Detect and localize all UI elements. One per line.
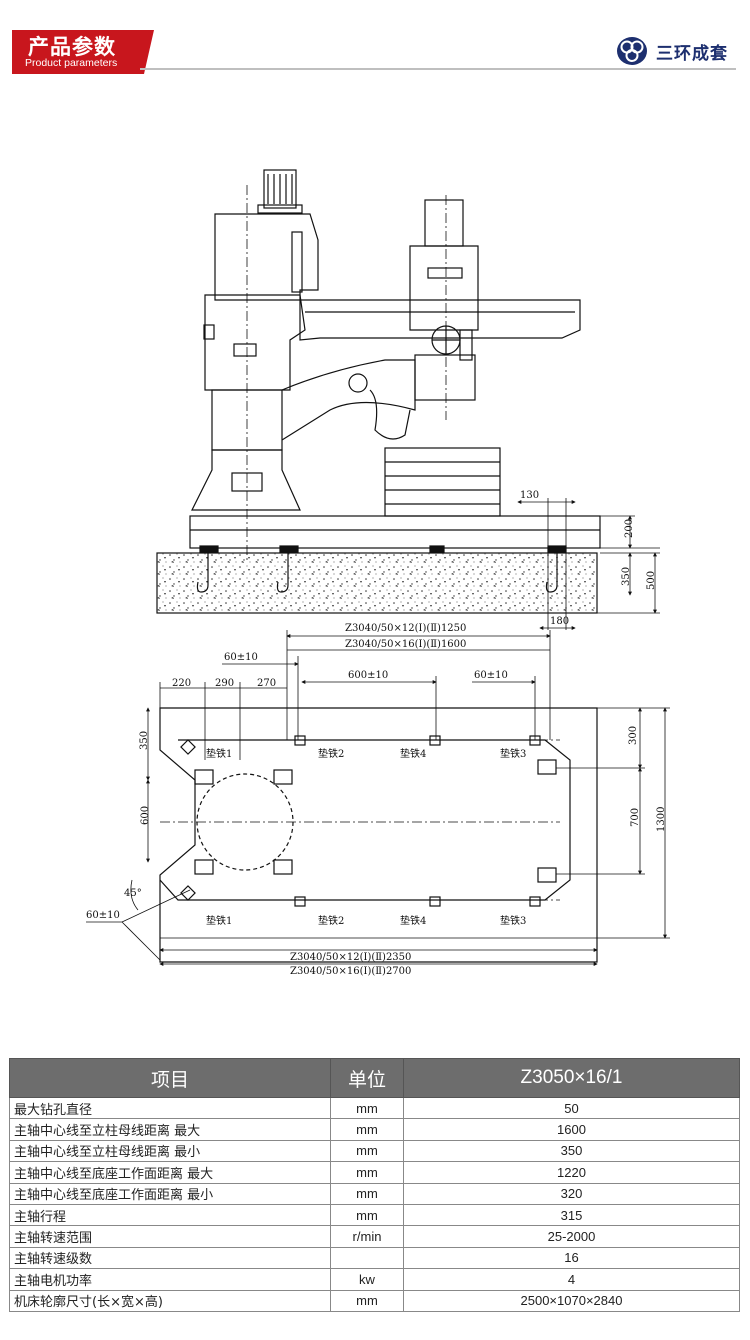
- dim-300: 300: [628, 726, 639, 745]
- row-value: 350: [403, 1139, 740, 1163]
- table-row: 最大钻孔直径 mm 50: [9, 1096, 740, 1120]
- dim-700: 700: [630, 808, 641, 827]
- row-unit: mm: [330, 1139, 404, 1163]
- shim-label: 垫铁2: [318, 747, 344, 760]
- machine-drawing: 130 200 350 500 180 Z3040/50×12(Ⅰ)(Ⅱ)125…: [86, 169, 670, 977]
- header-item: 项目: [9, 1058, 331, 1098]
- row-value: 1220: [403, 1161, 740, 1184]
- table-row: 机床轮廓尺寸(长×宽×高) mm 2500×1070×2840: [9, 1289, 740, 1312]
- shim-label: 垫铁1: [206, 914, 232, 927]
- table-row: 主轴中心线至底座工作面距离 最大 mm 1220: [9, 1161, 740, 1184]
- shim-label: 垫铁3: [500, 914, 526, 927]
- row-unit: r/min: [330, 1225, 404, 1248]
- dim-200: 200: [624, 519, 635, 538]
- table-row: 主轴行程 mm 315: [9, 1203, 740, 1227]
- row-unit: mm: [330, 1203, 404, 1227]
- table-row: 主轴转速级数 16: [9, 1246, 740, 1270]
- row-item: 主轴转速级数: [9, 1246, 331, 1270]
- brand-logo: 三环成套: [616, 36, 736, 66]
- section-subtitle: Product parameters: [25, 57, 118, 69]
- dim-top-1600: Z3040/50×16(Ⅰ)(Ⅱ)1600: [345, 639, 466, 650]
- row-unit: [330, 1246, 404, 1270]
- dim-bottom-2350: Z3040/50×12(Ⅰ)(Ⅱ)2350: [290, 952, 411, 963]
- row-value: 1600: [403, 1118, 740, 1141]
- row-value: 25-2000: [403, 1225, 740, 1248]
- row-item: 主轴行程: [9, 1203, 331, 1227]
- dim-270: 270: [257, 678, 276, 689]
- row-item: 主轴电机功率: [9, 1268, 331, 1291]
- dim-220: 220: [172, 678, 191, 689]
- shim-label: 垫铁4: [400, 914, 426, 927]
- row-item: 主轴中心线至立柱母线距离 最小: [9, 1139, 331, 1163]
- work-table: [384, 447, 501, 517]
- shim-label: 垫铁4: [400, 747, 426, 760]
- section-title: 产品参数: [28, 35, 116, 59]
- dim-60c: 60±10: [86, 910, 120, 921]
- dim-600-left: 600: [140, 806, 151, 825]
- dim-130: 130: [520, 490, 539, 501]
- headstock: [409, 245, 479, 331]
- dim-600: 600±10: [348, 670, 388, 681]
- dim-1300: 1300: [656, 807, 667, 832]
- row-item: 主轴转速范围: [9, 1225, 331, 1248]
- row-unit: mm: [330, 1118, 404, 1141]
- dim-bottom-2700: Z3040/50×16(Ⅰ)(Ⅱ)2700: [290, 966, 411, 977]
- row-unit: mm: [330, 1289, 404, 1312]
- row-value: 50: [403, 1096, 740, 1120]
- dim-top-1250: Z3040/50×12(Ⅰ)(Ⅱ)1250: [345, 623, 466, 634]
- anchor-bolt: [196, 548, 209, 593]
- dim-350-side: 350: [621, 567, 632, 586]
- table-row: 主轴电机功率 kw 4: [9, 1268, 740, 1291]
- dim-290: 290: [215, 678, 234, 689]
- motor: [263, 169, 297, 209]
- row-item: 机床轮廓尺寸(长×宽×高): [9, 1289, 331, 1312]
- brand-logo-icon: [617, 37, 647, 65]
- concrete-foundation: [156, 552, 598, 614]
- row-item: 主轴中心线至底座工作面距离 最小: [9, 1182, 331, 1205]
- row-item: 最大钻孔直径: [9, 1096, 331, 1120]
- header-model: Z3050×16/1: [403, 1058, 740, 1098]
- shim-label: 垫铁3: [500, 747, 526, 760]
- header-unit: 单位: [330, 1058, 404, 1098]
- dim-350-left: 350: [139, 731, 150, 750]
- row-value: 2500×1070×2840: [403, 1289, 740, 1312]
- brand-name: 三环成套: [656, 44, 728, 64]
- dim-45: 45°: [124, 888, 142, 899]
- radial-arm: [299, 299, 581, 341]
- foundation: [156, 545, 598, 614]
- row-value: 4: [403, 1268, 740, 1291]
- shim-label: 垫铁2: [318, 914, 344, 927]
- table-row: 主轴中心线至立柱母线距离 最大 mm 1600: [9, 1118, 740, 1141]
- column-body: [204, 294, 306, 391]
- dim-180: 180: [550, 616, 569, 627]
- table-row: 主轴中心线至立柱母线距离 最小 mm 350: [9, 1139, 740, 1163]
- dim-60a: 60±10: [224, 652, 258, 663]
- row-unit: mm: [330, 1182, 404, 1205]
- row-value: 320: [403, 1182, 740, 1205]
- row-unit: mm: [330, 1161, 404, 1184]
- row-unit: mm: [330, 1096, 404, 1120]
- dim-60b: 60±10: [474, 670, 508, 681]
- spec-table-header: 项目 单位 Z3050×16/1: [9, 1058, 740, 1098]
- table-row: 主轴转速范围 r/min 25-2000: [9, 1225, 740, 1248]
- shim-label: 垫铁1: [206, 747, 232, 760]
- row-value: 315: [403, 1203, 740, 1227]
- dim-500: 500: [646, 571, 657, 590]
- row-item: 主轴中心线至立柱母线距离 最大: [9, 1118, 331, 1141]
- spec-table: 项目 单位 Z3050×16/1 最大钻孔直径 mm 50 主轴中心线至立柱母线…: [9, 1058, 740, 1312]
- section-title-tag: 产品参数 Product parameters: [12, 30, 154, 74]
- headstock-motor: [424, 199, 464, 247]
- table-row: 主轴中心线至底座工作面距离 最小 mm 320: [9, 1182, 740, 1205]
- header-divider: [140, 68, 736, 70]
- column-head: [214, 213, 319, 301]
- row-value: 16: [403, 1246, 740, 1270]
- page-header: 产品参数 Product parameters 三环成套: [0, 0, 750, 80]
- row-unit: kw: [330, 1268, 404, 1291]
- row-item: 主轴中心线至底座工作面距离 最大: [9, 1161, 331, 1184]
- base-plan-outline: [159, 707, 598, 963]
- machine-base: [189, 515, 601, 549]
